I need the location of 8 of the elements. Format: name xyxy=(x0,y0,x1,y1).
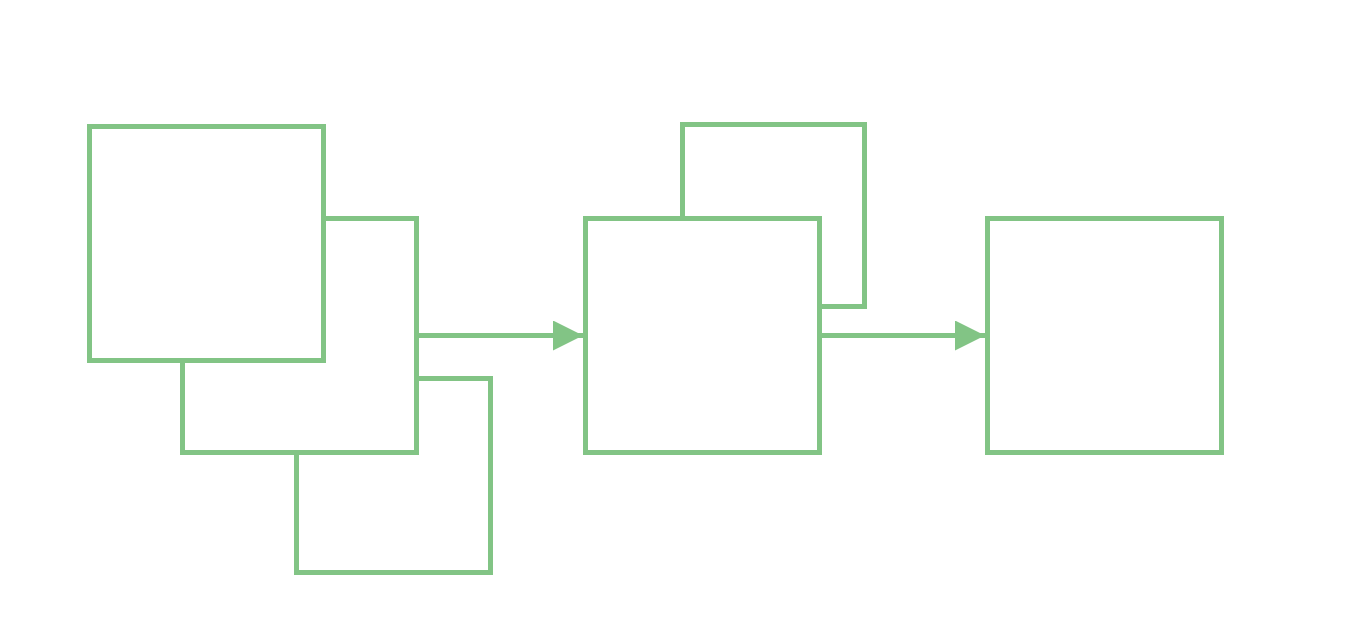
square-box xyxy=(294,376,493,575)
square-box xyxy=(985,216,1224,455)
square-box xyxy=(87,124,326,363)
square-box xyxy=(583,216,822,455)
square-box xyxy=(680,122,867,309)
square-box xyxy=(180,216,419,455)
arrow xyxy=(419,320,583,351)
arrow xyxy=(822,320,985,351)
